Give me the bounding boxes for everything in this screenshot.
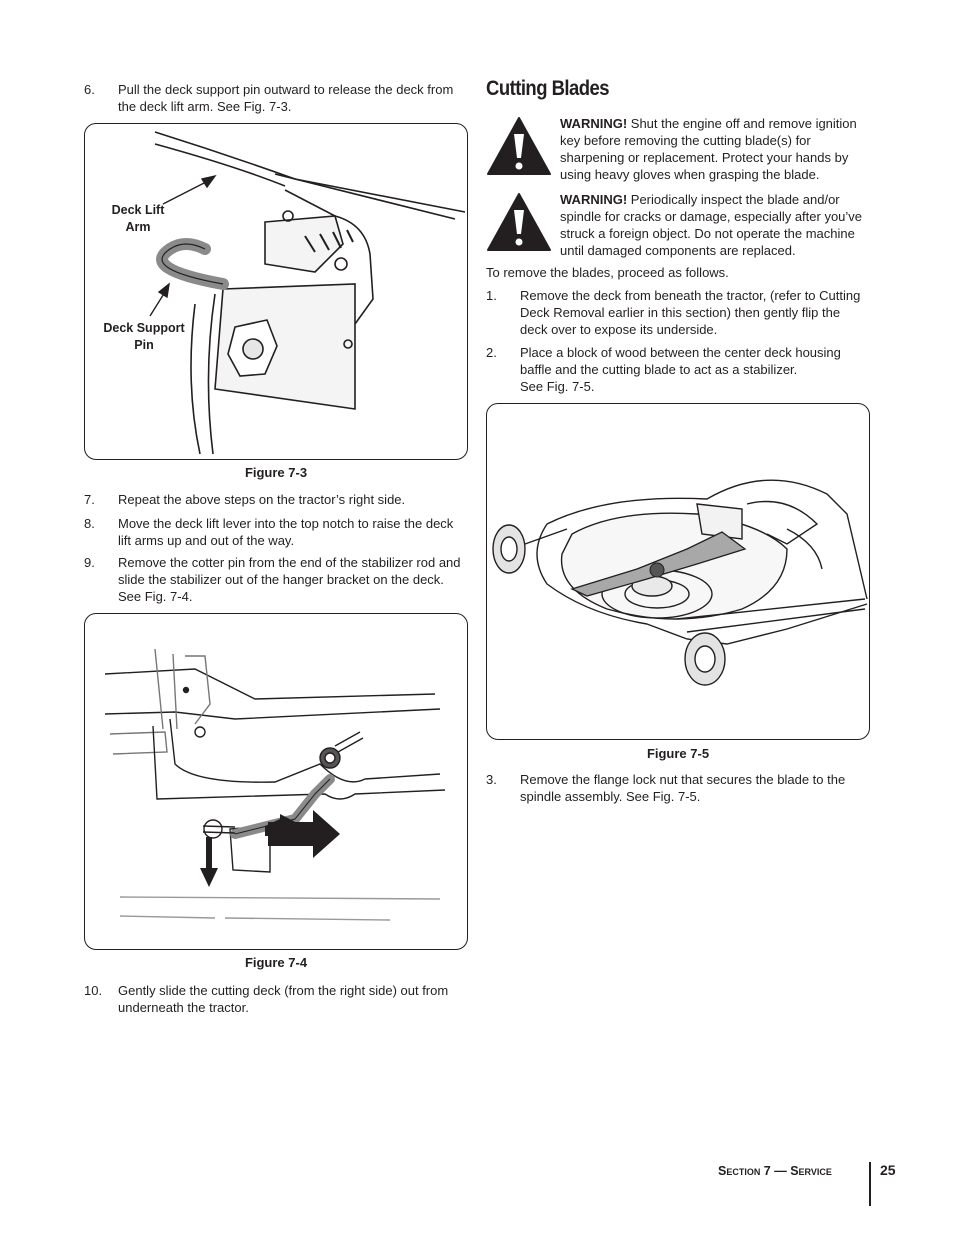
step-text: Place a block of wood between the center… xyxy=(520,344,870,395)
figure-7-3: Deck Lift Arm Deck Support Pin xyxy=(84,123,468,460)
cutting-deck-underside-illustration xyxy=(492,479,868,686)
step-text: Remove the flange lock nut that secures … xyxy=(520,772,846,804)
step-text: Remove the cotter pin from the end of th… xyxy=(118,555,461,604)
warning-icon xyxy=(486,116,552,176)
figure-7-5-caption: Figure 7-5 xyxy=(646,746,710,761)
warning-body: Shut the engine off and remove ignition … xyxy=(560,116,857,182)
step-number: 2. xyxy=(486,345,497,360)
page-number: 25 xyxy=(880,1162,896,1178)
callout-deck-lift-arm: Deck Lift Arm xyxy=(103,202,173,236)
figure-7-4 xyxy=(84,613,468,950)
intro-text: To remove the blades, proceed as follows… xyxy=(486,265,729,280)
warning-1: WARNING! Shut the engine off and remove … xyxy=(560,115,872,183)
callout-line: Deck Lift xyxy=(111,203,165,217)
step-text: Remove the deck from beneath the tractor… xyxy=(520,288,861,337)
callout-line: Pin xyxy=(134,338,154,352)
step-number: 8. xyxy=(84,516,95,531)
warning-2: WARNING! Periodically inspect the blade … xyxy=(560,191,872,259)
step-text-ref: See Fig. 7-5. xyxy=(520,379,595,394)
step-text: Repeat the above steps on the tractor’s … xyxy=(118,492,406,507)
step-text-line: Place a block of wood between the center… xyxy=(520,345,841,377)
callout-line: Arm xyxy=(125,220,151,234)
step-text: Pull the deck support pin outward to rel… xyxy=(118,82,454,114)
figure-7-4-caption: Figure 7-4 xyxy=(244,955,308,970)
stabilizer-rod-illustration xyxy=(104,648,446,921)
warning-icon xyxy=(486,192,552,252)
step-number: 7. xyxy=(84,492,95,507)
step-number: 6. xyxy=(84,82,95,97)
footer-divider xyxy=(869,1162,871,1206)
figure-7-5 xyxy=(486,403,870,740)
callout-deck-support-pin: Deck Support Pin xyxy=(97,320,191,354)
deck-lift-arm-illustration xyxy=(149,131,466,455)
warning-label: WARNING! xyxy=(560,116,628,131)
step-number: 9. xyxy=(84,555,95,570)
callout-line: Deck Support xyxy=(103,321,185,335)
step-number: 3. xyxy=(486,772,497,787)
step-number: 1. xyxy=(486,288,497,303)
warning-label: WARNING! xyxy=(560,192,628,207)
step-text: Move the deck lift lever into the top no… xyxy=(118,516,454,548)
step-number: 10. xyxy=(84,983,103,998)
warning-body: Periodically inspect the blade and/or sp… xyxy=(560,192,863,258)
footer-section-label: Section 7 — Service xyxy=(718,1164,832,1178)
section-heading: Cutting Blades xyxy=(486,77,610,100)
figure-7-3-caption: Figure 7-3 xyxy=(244,465,308,480)
step-text: Gently slide the cutting deck (from the … xyxy=(118,983,449,1015)
